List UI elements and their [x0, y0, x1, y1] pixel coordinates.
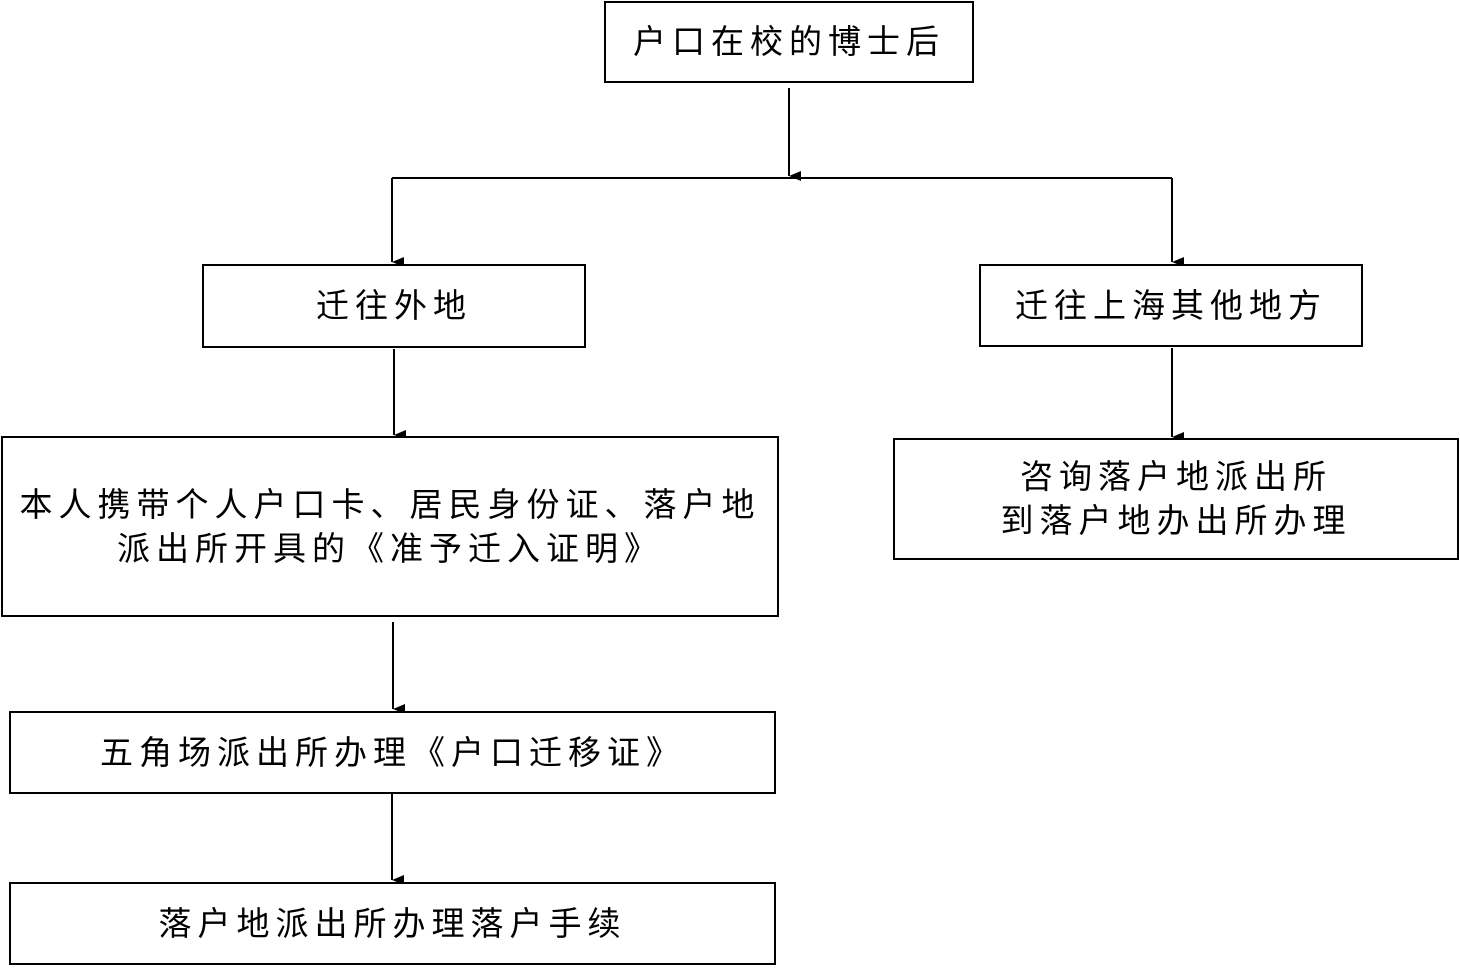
left-step2-box: 五角场派出所办理《户口迁移证》	[9, 711, 776, 794]
left-step1-box: 本人携带个人户口卡、居民身份证、落户地 派出所开具的《准予迁入证明》	[1, 436, 779, 617]
right-step1-label: 咨询落户地派出所 到落户地办出所办理	[1001, 455, 1352, 543]
right-step1-line-1: 咨询落户地派出所	[1020, 457, 1332, 496]
left-step1-line-2: 派出所开具的《准予迁入证明》	[117, 528, 663, 568]
left-step1-line-1: 本人携带个人户口卡、居民身份证、落户地	[19, 484, 761, 524]
branch-right-label: 迁往上海其他地方	[1015, 285, 1327, 325]
branch-left-label: 迁往外地	[316, 286, 472, 325]
right-step1-line-2: 到落户地办出所办理	[1000, 501, 1352, 540]
branch-right-box: 迁往上海其他地方	[979, 264, 1363, 347]
branch-left-box: 迁往外地	[202, 264, 586, 348]
left-step3-label: 落户地派出所办理落户手续	[158, 903, 627, 943]
start-label: 户口在校的博士后	[633, 22, 945, 61]
right-step1-box: 咨询落户地派出所 到落户地办出所办理	[893, 438, 1459, 560]
left-step1-label: 本人携带个人户口卡、居民身份证、落户地 派出所开具的《准予迁入证明》	[20, 483, 761, 571]
start-box: 户口在校的博士后	[604, 1, 974, 83]
left-step3-box: 落户地派出所办理落户手续	[9, 882, 776, 965]
left-step2-label: 五角场派出所办理《户口迁移证》	[100, 732, 685, 772]
